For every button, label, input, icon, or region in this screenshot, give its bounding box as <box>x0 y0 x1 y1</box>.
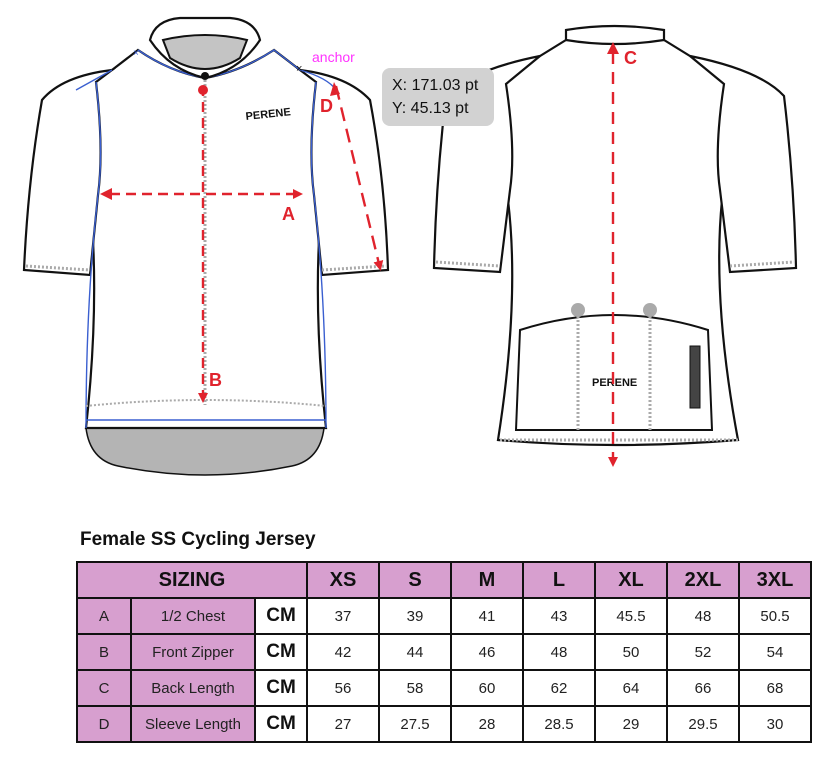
measure-a-label: A <box>282 204 295 224</box>
table-row: C Back Length CM 56 58 60 62 64 66 68 <box>76 669 812 707</box>
table-cell: 66 <box>666 669 740 707</box>
measure-a-arrowhead-left <box>100 188 112 200</box>
measure-c-arrowhead-top <box>607 42 619 54</box>
row-code: A <box>76 597 132 635</box>
row-unit: CM <box>254 705 308 743</box>
measure-d-label: D <box>320 96 333 116</box>
back-sleeve-stitch-left <box>435 260 501 268</box>
coordinate-tooltip: X: 171.03 pt Y: 45.13 pt <box>382 68 494 126</box>
sizing-header: SIZING <box>76 561 308 599</box>
size-header-2xl: 2XL <box>666 561 740 599</box>
table-cell: 28 <box>450 705 524 743</box>
anchor-marker-right: × <box>296 63 302 75</box>
table-cell: 44 <box>378 633 452 671</box>
table-cell: 45.5 <box>594 597 668 635</box>
table-cell: 46 <box>450 633 524 671</box>
row-name: Back Length <box>130 669 256 707</box>
measure-d-arrowhead-top <box>330 82 340 96</box>
table-cell: 48 <box>666 597 740 635</box>
table-cell: 52 <box>666 633 740 671</box>
back-brand-logo: PERENE <box>592 377 637 389</box>
table-cell: 37 <box>306 597 380 635</box>
row-unit: CM <box>254 633 308 671</box>
back-right-sleeve <box>689 54 798 274</box>
front-collar-inner <box>161 34 249 70</box>
table-cell: 41 <box>450 597 524 635</box>
front-collar <box>148 16 262 80</box>
table-cell: 62 <box>522 669 596 707</box>
tooltip-x: X: 171.03 pt <box>392 77 479 94</box>
measure-c-label: C <box>624 48 637 68</box>
pocket-rivet-left <box>571 303 585 317</box>
zipper-pull <box>201 72 209 80</box>
table-cell: 48 <box>522 633 596 671</box>
table-cell: 29.5 <box>666 705 740 743</box>
size-header-xs: XS <box>306 561 380 599</box>
table-cell: 39 <box>378 597 452 635</box>
size-header-m: M <box>450 561 524 599</box>
table-cell: 50 <box>594 633 668 671</box>
table-cell: 64 <box>594 669 668 707</box>
pocket-zipper <box>689 345 701 409</box>
front-sleeve-stitch-left <box>25 264 91 272</box>
table-cell: 43 <box>522 597 596 635</box>
front-hem <box>85 427 325 476</box>
table-cell: 27 <box>306 705 380 743</box>
back-sleeve-stitch-right <box>729 260 795 268</box>
front-jersey: × × PERENE A B D <box>22 16 390 476</box>
table-cell: 60 <box>450 669 524 707</box>
table-cell: 30 <box>738 705 812 743</box>
table-cell: 42 <box>306 633 380 671</box>
row-code: D <box>76 705 132 743</box>
table-cell: 58 <box>378 669 452 707</box>
front-body <box>74 48 338 430</box>
measure-b-start <box>198 85 208 95</box>
size-header-3xl: 3XL <box>738 561 812 599</box>
table-cell: 27.5 <box>378 705 452 743</box>
front-hem-stitch <box>85 399 327 407</box>
selection-outline <box>75 49 337 429</box>
table-cell: 56 <box>306 669 380 707</box>
table-cell: 68 <box>738 669 812 707</box>
size-header-xl: XL <box>594 561 668 599</box>
anchor-label: anchor <box>312 49 355 65</box>
size-header-l: L <box>522 561 596 599</box>
table-row: D Sleeve Length CM 27 27.5 28 28.5 29 29… <box>76 705 812 743</box>
size-header-row: SIZING XS S M L XL 2XL 3XL <box>76 561 812 599</box>
measure-b-label: B <box>209 370 222 390</box>
row-name: 1/2 Chest <box>130 597 256 635</box>
anchor-marker-left: × <box>133 48 139 59</box>
row-unit: CM <box>254 597 308 635</box>
table-cell: 50.5 <box>738 597 812 635</box>
table-row: B Front Zipper CM 42 44 46 48 50 52 54 <box>76 633 812 671</box>
row-name: Sleeve Length <box>130 705 256 743</box>
row-code: B <box>76 633 132 671</box>
row-name: Front Zipper <box>130 633 256 671</box>
table-cell: 54 <box>738 633 812 671</box>
size-chart-title: Female SS Cycling Jersey <box>80 529 316 550</box>
table-row: A 1/2 Chest CM 37 39 41 43 45.5 48 50.5 <box>76 597 812 635</box>
pocket-rivet-right <box>643 303 657 317</box>
row-unit: CM <box>254 669 308 707</box>
size-chart-table: SIZING XS S M L XL 2XL 3XL A 1/2 Chest C… <box>76 561 812 743</box>
size-header-s: S <box>378 561 452 599</box>
tooltip-y: Y: 45.13 pt <box>392 100 469 117</box>
measure-d-arrow <box>334 85 384 271</box>
table-cell: 28.5 <box>522 705 596 743</box>
table-cell: 29 <box>594 705 668 743</box>
front-brand-logo: PERENE <box>245 106 291 123</box>
row-code: C <box>76 669 132 707</box>
